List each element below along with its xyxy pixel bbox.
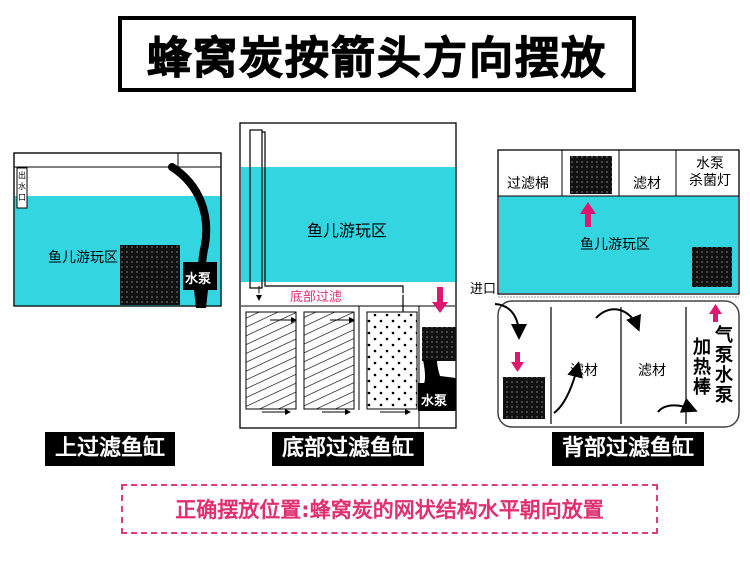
back-filter-caption: 背部过滤鱼缸 [552, 432, 705, 466]
water-pump [418, 383, 456, 411]
back-filter-inlet: 进口 [470, 282, 497, 297]
bottom-filter-fish-area: 鱼儿游玩区 [307, 221, 388, 240]
bottom-filter-caption: 底部过滤鱼缸 [272, 432, 425, 466]
top-filter-fish-area: 鱼儿游玩区 [48, 250, 118, 266]
back-filter-lower-cell-2: 滤材 [638, 363, 666, 379]
note-box: 正确摆放位置:蜂窝炭的网状结构水平朝向放置 [121, 484, 658, 534]
page-title: 蜂窝炭按箭头方向摆放 [147, 33, 607, 85]
back-filter-tank [494, 149, 740, 428]
bottom-filter-tank [239, 122, 457, 429]
bottom-filter-pump-label: 水泵 [421, 394, 448, 409]
back-filter-cell-2: 滤材 [633, 176, 661, 192]
honeycomb-carbon-block [120, 245, 180, 305]
honeycomb-carbon-block [692, 247, 732, 287]
back-filter-fish-area: 鱼儿游玩区 [580, 237, 650, 253]
title-box: 蜂窝炭按箭头方向摆放 [118, 16, 636, 92]
bottom-filter-flow-label: 底部过滤 [290, 290, 343, 305]
top-filter-caption: 上过滤鱼缸 [45, 432, 176, 466]
top-filter-tank [13, 152, 222, 308]
honeycomb-carbon-block [503, 377, 545, 419]
back-filter-cell-3: 水泵 杀菌灯 [689, 156, 731, 189]
honeycomb-carbon-block [570, 156, 612, 194]
pink-down-arrow [432, 302, 448, 313]
back-filter-heater: 加热棒 [693, 337, 711, 398]
back-filter-cell-0: 过滤棉 [507, 176, 549, 192]
water-pump [183, 262, 217, 308]
back-filter-lower-cell-1: 滤材 [570, 363, 598, 379]
top-filter-pump-label: 水泵 [185, 272, 212, 287]
note-text: 正确摆放位置:蜂窝炭的网状结构水平朝向放置 [175, 498, 604, 522]
outlet-label: 出水口 [18, 171, 26, 202]
honeycomb-carbon-block [422, 327, 456, 361]
back-filter-air-pump: 气泵水泵 [715, 325, 733, 406]
